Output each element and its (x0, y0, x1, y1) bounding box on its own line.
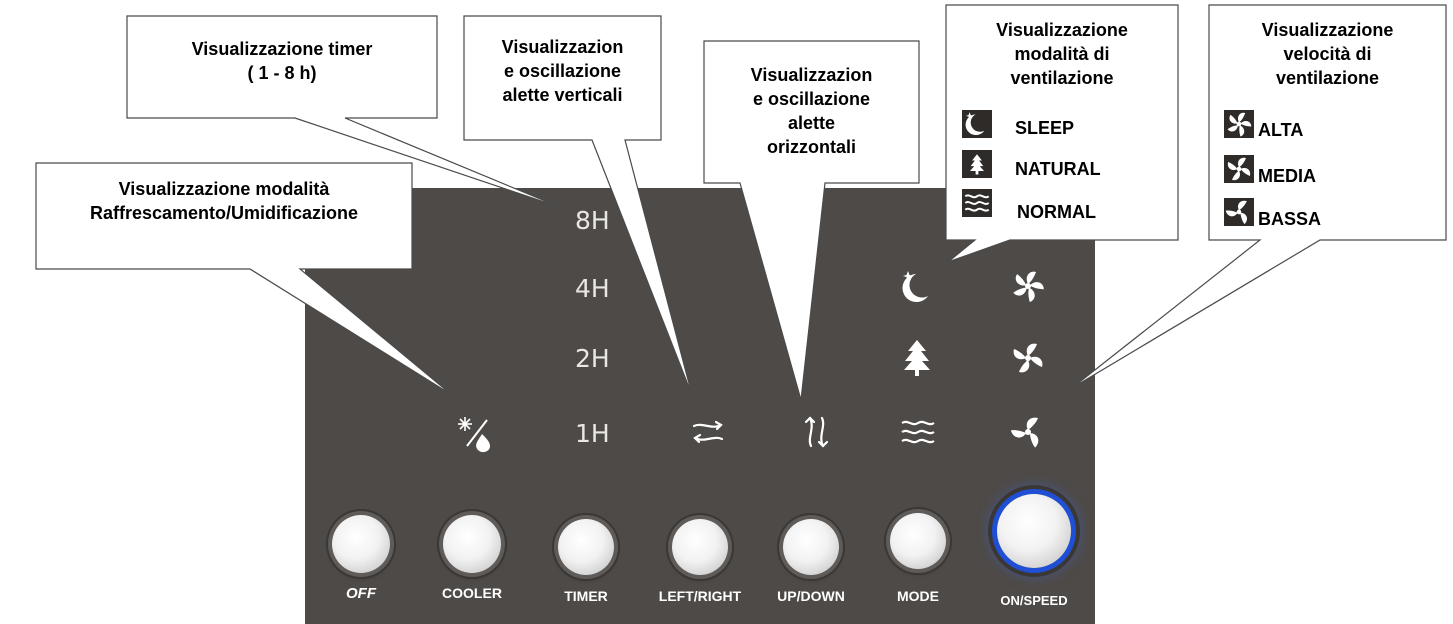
cooler-humidify-icon (458, 417, 490, 453)
timer-1h-label: 1H (575, 419, 610, 448)
legend-high-label: ALTA (1258, 120, 1304, 140)
legend-sleep-icon (962, 110, 992, 138)
left-right-button-label: LEFT/RIGHT (658, 588, 742, 604)
fan-low-icon (1010, 417, 1039, 448)
up-down-button-label: UP/DOWN (777, 588, 845, 604)
horizontal-callout-box (703, 40, 920, 401)
speed-callout-line3: ventilazione (1275, 68, 1380, 88)
off-button[interactable] (332, 515, 390, 573)
mode-callout-line2: modalità di (1014, 44, 1110, 64)
legend-low-icon (1224, 198, 1254, 226)
speed-callout-box (1071, 4, 1447, 389)
control-panel: 8H 4H 2H 1H (305, 188, 1095, 624)
legend-low-label: BASSA (1258, 209, 1322, 229)
timer-4h-label: 4H (575, 274, 610, 303)
mode-button[interactable] (890, 513, 946, 569)
speed-callout-line2: velocità di (1283, 44, 1372, 64)
horizontal-callout-line2: e oscillazione (752, 89, 871, 109)
cooler-button[interactable] (443, 515, 501, 573)
speed-callout-line1: Visualizzazione (1261, 20, 1394, 40)
timer-callout: Visualizzazione timer ( 1 - 8 h) (127, 37, 437, 85)
vertical-callout-line2: e oscillazione (503, 61, 622, 81)
legend-natural-icon (962, 150, 992, 178)
horizontal-callout-line4: orizzontali (767, 137, 856, 157)
vertical-callout: Visualizzazion e oscillazione alette ver… (464, 35, 661, 107)
cooler-button-label: COOLER (442, 585, 502, 601)
vertical-callout-line3: alette verticali (502, 85, 623, 105)
legend-high-icon (1224, 110, 1254, 138)
legend-natural-label: NATURAL (1015, 159, 1101, 179)
timer-2h-label: 2H (575, 344, 610, 373)
cooler-callout: Visualizzazione modalità Raffrescamento/… (36, 177, 412, 225)
off-button-label: OFF (346, 585, 376, 602)
left-right-button[interactable] (672, 519, 728, 575)
horizontal-callout: Visualizzazion e oscillazione alette ori… (704, 63, 919, 159)
fan-medium-icon (1013, 343, 1043, 373)
legend-sleep-label: SLEEP (1015, 118, 1075, 138)
legend-medium-icon (1224, 155, 1254, 183)
mode-callout-line1: Visualizzazione (996, 20, 1128, 40)
timer-callout-box (126, 15, 563, 209)
speed-callout: Visualizzazione velocità di ventilazione (1209, 18, 1446, 90)
vertical-swing-icon (804, 416, 829, 448)
horizontal-callout-line3: alette (787, 113, 836, 133)
horizontal-callout-line1: Visualizzazion (750, 65, 873, 85)
horizontal-swing-icon (692, 420, 724, 444)
on-speed-button-label: ON/SPEED (1000, 593, 1068, 608)
mode-callout-line3: ventilazione (1010, 68, 1114, 88)
cooler-callout-line1: Visualizzazione modalità (118, 179, 330, 199)
legend-medium-label: MEDIA (1258, 166, 1316, 186)
vertical-callout-line1: Visualizzazion (501, 37, 624, 57)
timer-callout-line1: Visualizzazione timer (191, 39, 373, 59)
legend-normal-icon (962, 189, 992, 217)
timer-8h-label: 8H (575, 206, 610, 235)
cooler-callout-box (35, 162, 453, 396)
timer-button[interactable] (558, 519, 614, 575)
up-down-button[interactable] (783, 519, 839, 575)
sleep-mode-icon (902, 271, 928, 302)
normal-mode-icon (901, 420, 935, 444)
cooler-callout-line2: Raffrescamento/Umidificazione (89, 203, 359, 223)
legend-normal-label: NORMAL (1017, 202, 1096, 222)
timer-button-label: TIMER (564, 588, 608, 604)
vertical-callout-box (463, 15, 693, 396)
mode-button-label: MODE (897, 588, 939, 604)
mode-callout: Visualizzazione modalità di ventilazione (946, 18, 1178, 90)
on-speed-button[interactable] (997, 494, 1071, 568)
fan-high-icon (1013, 271, 1044, 303)
natural-mode-icon (904, 340, 930, 376)
timer-callout-line2: ( 1 - 8 h) (247, 63, 317, 83)
mode-callout-box (945, 4, 1179, 263)
